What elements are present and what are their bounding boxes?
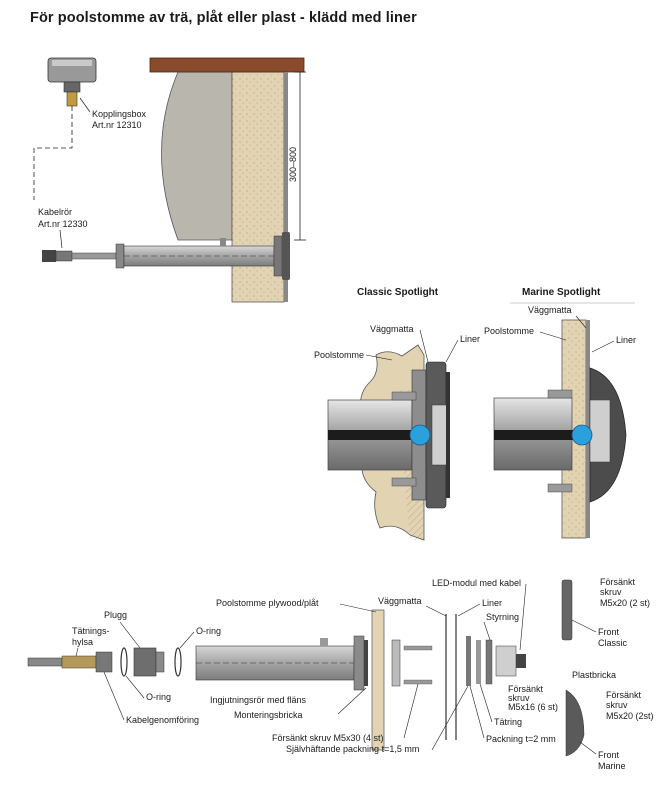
forsankt-m5x20a-label-3: M5x20 (2 st) <box>600 598 650 608</box>
marine-liner-label: Liner <box>616 335 636 345</box>
front-marine <box>565 689 585 757</box>
sjalvhaftande-label: Självhäftande packning t=1,5 mm <box>286 744 419 754</box>
forsankt-m5x20a-label-2: skruv <box>600 587 622 597</box>
marine-poolstomme-label: Poolstomme <box>484 326 534 336</box>
front-cover <box>282 232 290 280</box>
tatring <box>476 640 481 684</box>
classic-led <box>409 424 431 446</box>
led-modul <box>495 645 517 677</box>
classic-liner-label: Liner <box>460 334 480 344</box>
cable-path <box>33 106 73 200</box>
classic-cable <box>328 430 424 440</box>
packning <box>466 636 471 686</box>
plastbricka-label: Plastbricka <box>572 670 616 680</box>
flange <box>273 235 283 277</box>
soil-fill <box>161 71 233 241</box>
styrning <box>485 639 493 685</box>
kabelgenomforing-label: Kabelgenomföring <box>126 715 199 725</box>
forsankt-m5x20b-label-1: Försänkt <box>606 690 642 700</box>
tatningshylsa-label-1: Tätnings- <box>72 626 110 636</box>
kabelgenomforing <box>95 651 113 673</box>
classic-vaggmatta-label: Väggmatta <box>370 324 414 334</box>
tatring-label: Tätring <box>494 717 522 727</box>
poolstomme-panel <box>371 609 385 751</box>
cable-tube <box>71 252 117 260</box>
forsankt-m5x30-label: Försänkt skruv M5x30 (4 st) <box>272 733 384 743</box>
marine-heading: Marine Spotlight <box>522 287 601 298</box>
forsankt-m5x16-label-1: Försänkt <box>508 684 544 694</box>
kopplingsbox-label: Kopplingsbox <box>92 109 147 119</box>
front-marine-label-2: Marine <box>598 761 626 771</box>
cable <box>27 657 63 667</box>
marine-spotlight-section: Marine Spotlight Väggmatta Poolstomme Li… <box>484 287 636 539</box>
kabelror-artnr: Art.nr 12330 <box>38 219 88 229</box>
kopplingsbox-artnr: Art.nr 12310 <box>92 120 142 130</box>
front-classic-label-1: Front <box>598 627 620 637</box>
o-ring-1 <box>120 647 128 677</box>
monteringsbricka-label: Monteringsbricka <box>234 710 303 720</box>
dimension-label: 300–800 <box>288 147 298 182</box>
classic-poolstomme-label: Poolstomme <box>314 350 364 360</box>
tatningshylsa <box>61 655 97 669</box>
o-ring-2 <box>174 647 182 677</box>
front-classic <box>561 579 573 641</box>
forsankt-m5x20a-label-1: Försänkt <box>600 577 636 587</box>
forsankt-m5x16-label-3: M5x16 (6 st) <box>508 702 558 712</box>
kabelror-label: Kabelrör <box>38 207 72 217</box>
forsankt-m5x20b-label-2: skruv <box>606 700 628 710</box>
forsankt-m5x16-label-2: skruv <box>508 693 530 703</box>
vaggmatta-label: Väggmatta <box>378 596 422 606</box>
plugg-label: Plugg <box>104 610 127 620</box>
oring-label-1: O-ring <box>196 626 221 636</box>
front-classic-label-2: Classic <box>598 638 628 648</box>
page-title: För poolstomme av trä, plåt eller plast … <box>30 10 417 26</box>
liner-strip <box>284 72 288 302</box>
classic-heading: Classic Spotlight <box>357 287 439 298</box>
ledmodul-label: LED-modul med kabel <box>432 578 521 588</box>
classic-spotlight-section: Classic Spotlight Väggmatta Liner Poolst… <box>314 287 480 541</box>
cable-gland <box>42 250 56 262</box>
styrning-label: Styrning <box>486 612 519 622</box>
monteringsbricka <box>364 640 368 686</box>
poolstomme-label: Poolstomme plywood/plåt <box>216 598 319 608</box>
coping-rim <box>149 57 305 73</box>
plugg <box>133 647 157 677</box>
packning-label: Packning t=2 mm <box>486 734 556 744</box>
marine-vaggmatta-label: Väggmatta <box>528 305 572 315</box>
flans <box>353 635 365 691</box>
tatningshylsa-label-2: hylsa <box>72 637 93 647</box>
marine-led <box>571 424 593 446</box>
exploded-view: Plugg Tätnings- hylsa O-ring O-ring Kabe… <box>27 577 654 771</box>
marine-cable <box>494 430 588 440</box>
forsankt-m5x20b-label-3: M5x20 (2st) <box>606 711 654 721</box>
ingjutningsror-label: Ingjutningsrör med fläns <box>210 695 307 705</box>
front-marine-label-1: Front <box>598 750 620 760</box>
top-wall-section: 300–800 Kopplingsbox Art.nr 12310 Kabelr… <box>33 57 306 303</box>
oring-label-2: O-ring <box>146 692 171 702</box>
liner-label: Liner <box>482 598 502 608</box>
